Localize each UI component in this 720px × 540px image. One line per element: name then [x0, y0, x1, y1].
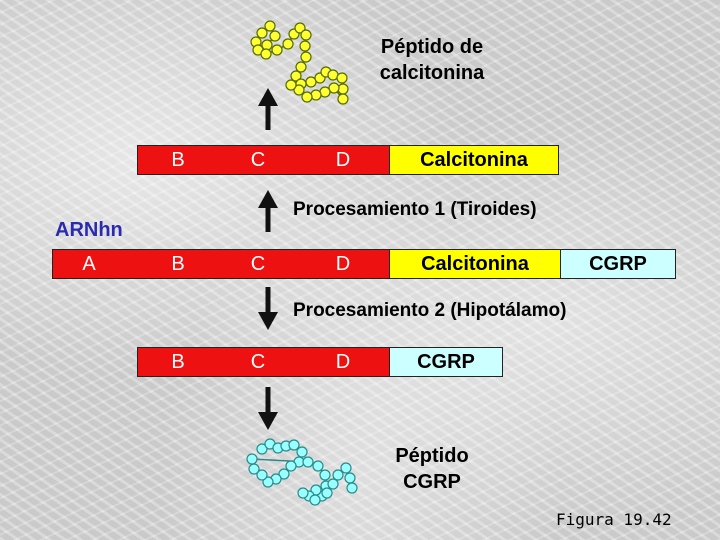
peptide-bead: [282, 38, 294, 50]
row2-exon-d: D: [335, 252, 351, 275]
peptide-bead: [297, 487, 309, 499]
peptide-bead: [294, 22, 306, 34]
peptide-bead: [248, 463, 260, 475]
peptide-bead: [271, 44, 283, 56]
peptide-bead: [300, 51, 312, 63]
peptide-bead: [264, 20, 276, 32]
peptide-bead: [327, 478, 339, 490]
row3-exon-c: C: [250, 350, 266, 373]
peptide-bead: [285, 79, 297, 91]
cgrp-peptide-line2: CGRP: [403, 471, 461, 493]
peptide-bead: [300, 29, 312, 41]
processing1-label: Procesamiento 1 (Tiroides): [293, 199, 537, 220]
cgrp-peptide-label: Péptido CGRP: [372, 443, 492, 495]
figure-caption: Figura 19.42: [556, 510, 672, 529]
calcitonin-peptide-line2: calcitonina: [379, 62, 485, 84]
peptide-bead: [340, 462, 352, 474]
row1-exon-d: D: [335, 148, 351, 171]
row2-exon-cgrp: CGRP: [560, 249, 676, 279]
peptide-bead: [288, 439, 300, 451]
row3-exon-cgrp: CGRP: [389, 347, 503, 377]
peptide-bead: [328, 82, 340, 94]
processing2-label: Procesamiento 2 (Hipotálamo): [293, 300, 567, 321]
row2-exon-calcitonin: Calcitonina: [389, 249, 561, 279]
row2-exons-abcd: A B C D: [52, 249, 390, 279]
peptide-bead: [293, 84, 305, 96]
peptide-bead: [337, 93, 349, 105]
peptide-bead: [285, 460, 297, 472]
row1-exon-calcitonin: Calcitonina: [389, 145, 559, 175]
peptide-bead: [256, 469, 268, 481]
peptide-bead: [309, 494, 321, 506]
peptide-bead: [332, 469, 344, 481]
peptide-bead: [256, 27, 268, 39]
peptide-bead: [301, 91, 313, 103]
peptide-bead: [295, 61, 307, 73]
calcitonin-peptide-line1: Péptido de: [380, 36, 484, 58]
peptide-bead: [262, 476, 274, 488]
peptide-bead: [269, 30, 281, 42]
peptide-bead: [299, 40, 311, 52]
peptide-bead: [312, 460, 324, 472]
peptide-bead: [246, 453, 258, 465]
peptide-bead: [256, 443, 268, 455]
arnhn-label: ARNhn: [55, 219, 123, 241]
peptide-bead: [319, 469, 331, 481]
row3-exon-b: B: [171, 350, 185, 373]
peptide-bead: [336, 72, 348, 84]
peptide-bead: [296, 446, 308, 458]
peptide-bead: [305, 76, 317, 88]
row2-exon-a: A: [82, 252, 96, 275]
row2-exon-c: C: [250, 252, 266, 275]
row3-exon-d: D: [335, 350, 351, 373]
peptide-bead: [278, 468, 290, 480]
row2-exon-b: B: [171, 252, 185, 275]
row1-exon-b: B: [171, 148, 185, 171]
calcitonin-peptide-label: Péptido de calcitonina: [352, 34, 512, 86]
row1-exon-c: C: [250, 148, 266, 171]
row3-exons-bcd: B C D: [137, 347, 390, 377]
peptide-bead: [302, 456, 314, 468]
peptide-bead: [260, 48, 272, 60]
row1-exons-bcd: B C D: [137, 145, 390, 175]
peptide-bead: [290, 70, 302, 82]
peptide-bead: [344, 472, 356, 484]
cgrp-peptide-line1: Péptido: [395, 445, 469, 467]
peptide-bead: [346, 482, 358, 494]
peptide-bead: [321, 487, 333, 499]
